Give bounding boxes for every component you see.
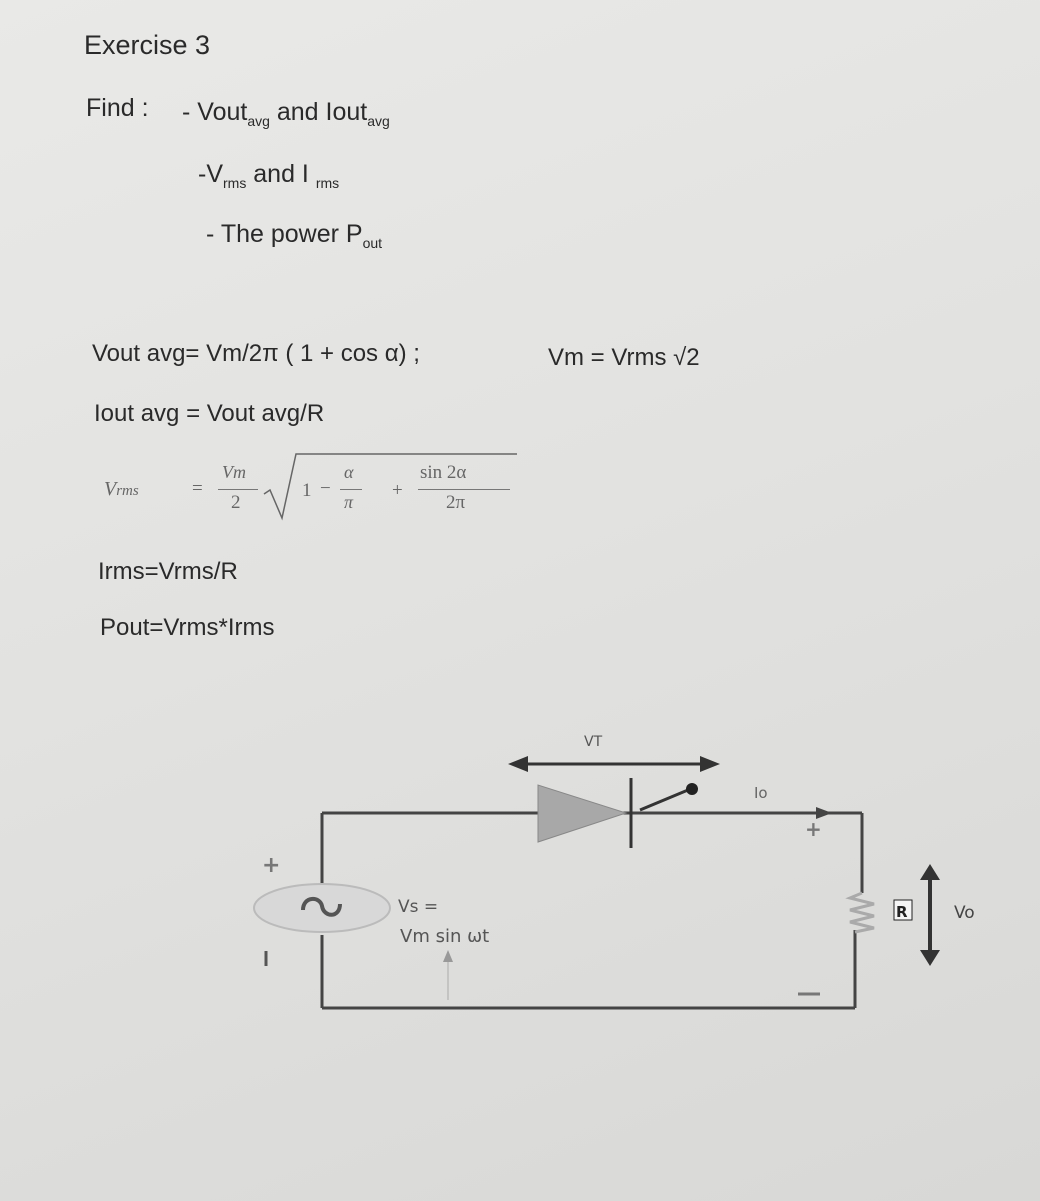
formula-pout: Pout=Vrms*Irms	[100, 614, 275, 641]
load-plus-sign: +	[805, 817, 822, 841]
find-item-power: - The power Pout	[206, 220, 383, 251]
thyristor-symbol	[537, 778, 698, 848]
formula-vm: Vm = Vrms √2	[548, 344, 700, 371]
vs-expression: Vm sin ωt	[400, 926, 489, 947]
r-label: R	[896, 903, 908, 921]
formula-vout-avg: Vout avg= Vm/2π ( 1 + cos α) ;	[92, 340, 420, 367]
source-plus-sign: +	[262, 853, 280, 878]
formula-irms: Irms=Vrms/R	[98, 558, 238, 585]
io-label: Io	[754, 784, 768, 802]
vs-label: Vs =	[398, 897, 438, 917]
vo-arrow	[920, 864, 940, 966]
vrms-denominator: 2	[231, 492, 241, 513]
gate-terminal	[686, 783, 698, 795]
fraction-bar	[218, 489, 258, 490]
sqrt-symbol	[263, 453, 517, 521]
find-item-vout-iout-avg: - Voutavg and Ioutavg	[182, 98, 390, 129]
gate-lead	[639, 788, 689, 812]
resistor-symbol	[845, 891, 875, 934]
fraction-bar	[418, 489, 510, 490]
io-arrow	[700, 807, 832, 819]
find-item-vrms-irms: -Vrms and I rms	[198, 160, 340, 191]
vt-label: VT	[584, 734, 603, 750]
find-label: Find :	[86, 94, 149, 122]
ac-source-icon	[253, 883, 391, 933]
exercise-title: Exercise 3	[84, 30, 211, 60]
vs-pointer-arrow	[443, 950, 453, 1000]
vt-arrow	[508, 756, 720, 772]
vrms-numerator: Vm	[222, 462, 246, 482]
vo-label: Vo	[954, 903, 975, 923]
fraction-bar	[340, 489, 362, 490]
formula-iout-avg: Iout avg = Vout avg/R	[94, 400, 325, 427]
